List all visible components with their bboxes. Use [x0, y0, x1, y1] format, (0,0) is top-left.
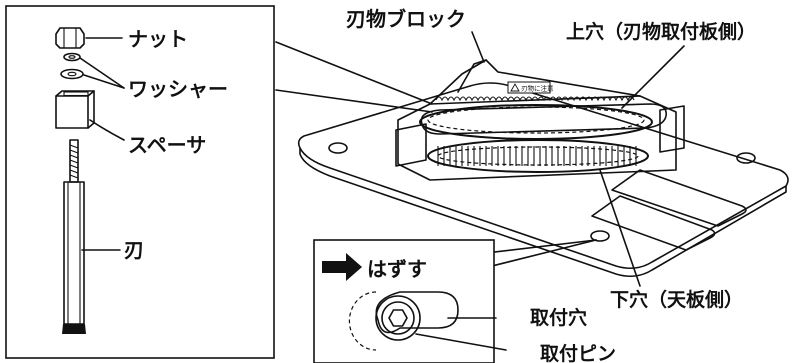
spacer-label: スペーサ [128, 133, 206, 157]
nut-label: ナット [128, 27, 188, 51]
top-plate [297, 82, 789, 270]
lower-hole-highlight [427, 139, 649, 173]
blade-tips-row [435, 96, 635, 102]
blade-block-label: 刃物ブロック [346, 7, 466, 31]
panel-leader-line [275, 41, 433, 105]
inset-panel: はずす [313, 239, 507, 363]
upper-hole-highlight [419, 104, 653, 140]
washer-label: ワッシャー [128, 77, 228, 101]
remove-label: はずす [367, 257, 427, 281]
upper-hole-label: 上穴（刃物取付板側） [566, 20, 756, 43]
mount-hole-shape [375, 291, 459, 334]
spacer-part [55, 90, 125, 141]
mount-pin-shape [375, 295, 421, 341]
panel-leader-line-2 [275, 89, 433, 113]
caution-sticker: 刃物に注意 [507, 81, 554, 94]
lower-comb [437, 146, 637, 166]
parts-panel-frame [5, 5, 275, 359]
pin-ghost-outline [348, 291, 377, 351]
parts-panel: ナット ワッシャー スペーサ [5, 5, 275, 359]
washer-part [60, 52, 125, 89]
mount-hole-label: 取付穴 [530, 306, 587, 329]
blade-part [62, 139, 121, 334]
caution-label: 刃物に注意 [521, 84, 554, 93]
hex-socket-icon [388, 309, 408, 327]
lower-hole-label: 下穴（天板側） [610, 288, 743, 311]
remove-arrow-icon [322, 253, 362, 281]
mount-pin-label: 取付ピン [540, 342, 616, 363]
upper-hole-dashed-ellipse [427, 106, 645, 134]
nut-part [55, 27, 123, 49]
blade-label: 刃 [124, 238, 144, 262]
assembly-drawing: 刃物に注意 [297, 59, 789, 278]
